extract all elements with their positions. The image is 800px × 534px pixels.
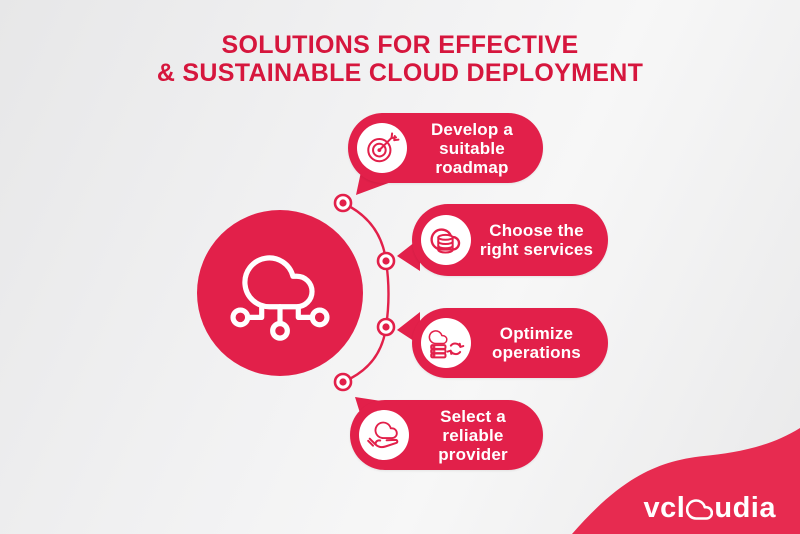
cloud-database-icon	[430, 228, 461, 254]
step-label: Optimize operations	[492, 324, 581, 362]
step-bubble-roadmap: Develop a suitable roadmap	[348, 113, 543, 183]
brand-logo: vcl udia	[644, 493, 776, 523]
logo-text-prefix: vcl	[643, 492, 686, 524]
corner-swoosh	[572, 428, 800, 534]
timeline-node-4	[333, 372, 353, 392]
step-icon-circle	[421, 215, 471, 265]
cloud-hub-circle	[197, 210, 363, 376]
timeline-node-2	[376, 251, 396, 271]
step-label: Develop a suitable roadmap	[430, 119, 514, 177]
timeline-node-1	[333, 193, 353, 213]
cloud-network-icon	[230, 255, 330, 341]
hand-cloud-icon	[367, 421, 399, 449]
timeline-arc	[342, 201, 390, 384]
title-line-2: & SUSTAINABLE CLOUD DEPLOYMENT	[156, 59, 644, 87]
target-dart-icon	[367, 132, 400, 163]
step-bubble-services: Choose the right services	[412, 204, 608, 276]
timeline-node-3	[376, 317, 396, 337]
step-bubble-provider: Select a reliable provider	[350, 400, 543, 470]
step-label: Choose the right services	[479, 221, 594, 259]
page-title: SOLUTIONS FOR EFFECTIVE & SUSTAINABLE CL…	[0, 31, 800, 87]
cloud-sync-icon	[428, 330, 465, 359]
step-bubble-operations: Optimize operations	[412, 308, 608, 378]
cloud-o-icon	[686, 499, 714, 520]
step-icon-circle	[357, 123, 407, 173]
logo-text-suffix: udia	[714, 492, 776, 524]
title-line-1: SOLUTIONS FOR EFFECTIVE	[221, 31, 579, 59]
step-icon-circle	[421, 318, 471, 368]
step-icon-circle	[359, 410, 409, 460]
step-label: Select a reliable provider	[438, 406, 508, 464]
